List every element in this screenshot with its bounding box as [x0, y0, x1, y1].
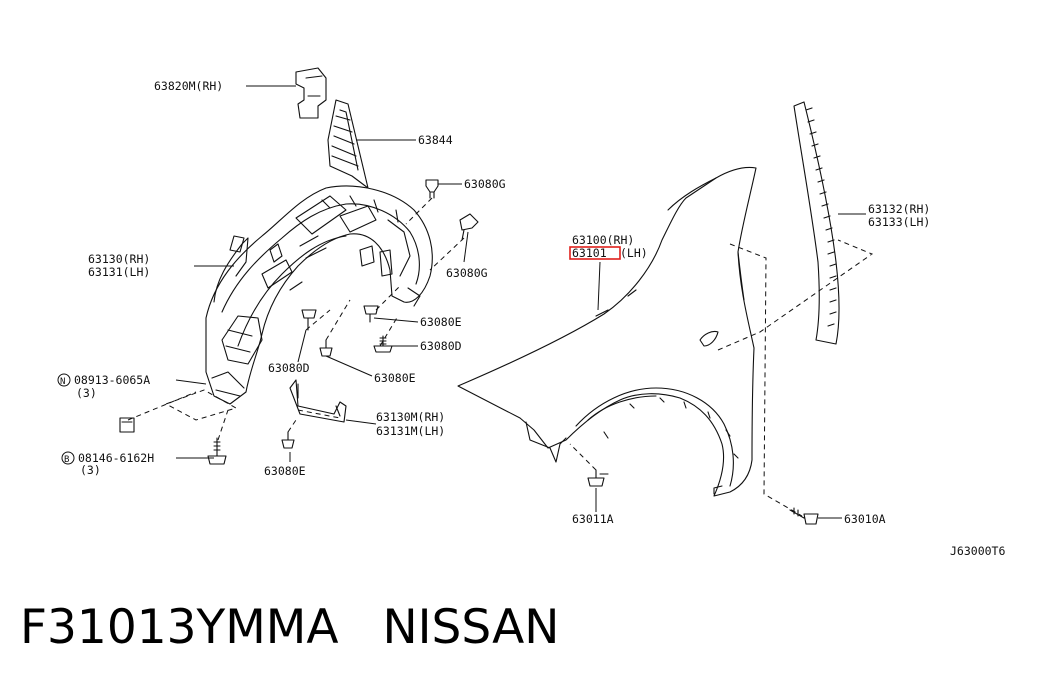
part-caption: F31013YMMA NISSAN — [20, 596, 1020, 660]
parts-diagram: 63820M(RH) 63844 63080G 63080G 63130(RH)… — [57, 67, 1005, 558]
vent-grille-63844-shape — [327, 99, 369, 189]
marker-b-letter: B — [64, 455, 69, 465]
label-08913-qty: (3) — [76, 386, 97, 400]
brand-name: NISSAN — [382, 600, 560, 655]
liner-piece-63130m-shape — [289, 379, 347, 423]
part-number: F31013YMMA — [20, 600, 339, 655]
label-08146-qty: (3) — [80, 463, 101, 477]
label-63844: 63844 — [418, 133, 453, 147]
label-63101: 63101 — [572, 246, 607, 260]
label-63820m: 63820M(RH) — [154, 79, 223, 93]
label-63080d-right: 63080D — [420, 339, 462, 353]
fender-moulding-63132-shape — [793, 101, 840, 345]
label-63133: 63133(LH) — [868, 215, 930, 229]
label-63130m: 63130M(RH) — [376, 410, 445, 424]
fastener-shapes — [119, 179, 819, 525]
label-63130: 63130(RH) — [88, 252, 150, 266]
fender-liner-63130-shape — [205, 185, 433, 405]
label-63131: 63131(LH) — [88, 265, 150, 279]
part-labels: 63820M(RH) 63844 63080G 63080G 63130(RH)… — [57, 79, 1005, 558]
marker-n-circle — [57, 373, 71, 387]
label-63080e-right: 63080E — [420, 315, 462, 329]
label-63101-side: (LH) — [620, 246, 648, 260]
highlight-box-63101 — [569, 246, 621, 260]
label-08913: 08913-6065A — [74, 373, 150, 387]
label-63080g-mid: 63080G — [446, 266, 488, 280]
marker-b-circle — [61, 451, 75, 465]
leader-lines — [175, 85, 866, 519]
label-63132: 63132(RH) — [868, 202, 930, 216]
label-08146: 08146-6162H — [78, 451, 154, 465]
label-63080d-left: 63080D — [268, 361, 310, 375]
label-63080e-mid: 63080E — [374, 371, 416, 385]
fender-63100-shape — [457, 166, 757, 497]
reference-code: J63000T6 — [950, 544, 1005, 558]
bracket-63820m-shape — [295, 67, 327, 119]
marker-n-letter: N — [60, 377, 65, 387]
assembly-lines — [127, 197, 874, 517]
label-63080g-top: 63080G — [464, 177, 506, 191]
label-63131m: 63131M(LH) — [376, 424, 445, 438]
label-63011a: 63011A — [572, 512, 614, 526]
label-63010a: 63010A — [844, 512, 886, 526]
label-63100: 63100(RH) — [572, 233, 634, 247]
label-63080e-bottom: 63080E — [264, 464, 306, 478]
